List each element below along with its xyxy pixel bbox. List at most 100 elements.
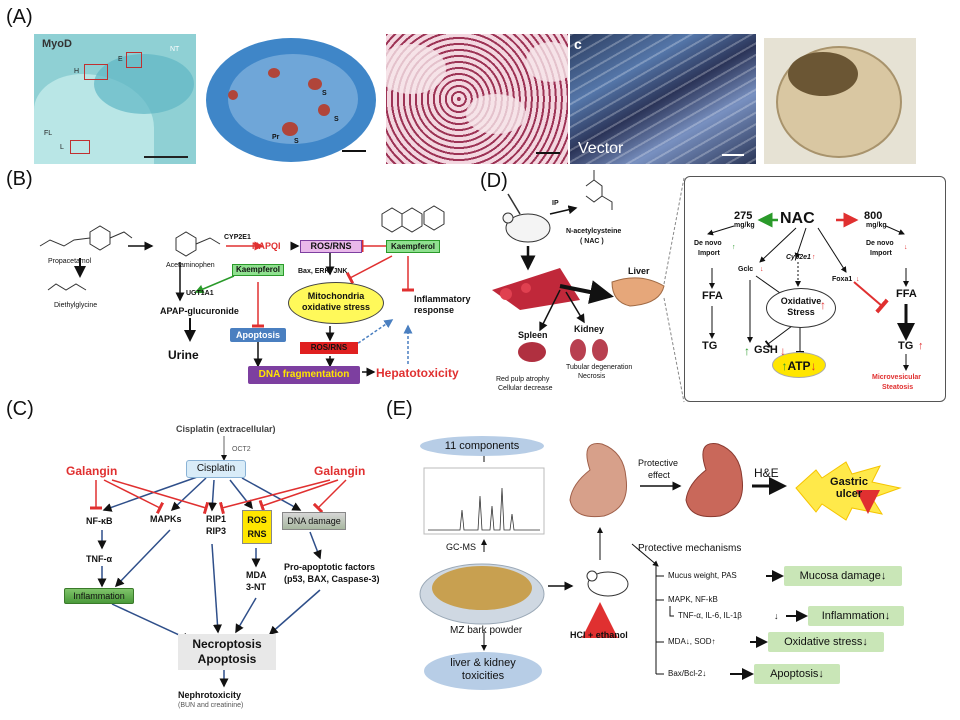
panel-e-label: (E) [386, 398, 413, 420]
e-row2-left1: MAPK, NF-kB [668, 595, 718, 604]
d-micro2: Steatosis [882, 384, 914, 391]
d-oxidative-stress: Oxidative Stress [766, 288, 836, 328]
d-gsh-down: ↓ [780, 344, 786, 358]
e-row3-label: Oxidative stress [784, 636, 863, 648]
e-row1-right: Mucosa damage↓ [784, 566, 902, 586]
c-mda: MDA [246, 570, 267, 580]
e-gcms: GC-MS [446, 542, 476, 552]
d-foxa1-down: ↓ [856, 276, 860, 283]
b-cyp2e1: CYP2E1 [224, 234, 251, 241]
d-denovo-right: De novo [866, 240, 894, 247]
e-he: H&E [754, 466, 779, 480]
c-rip3: RIP3 [206, 526, 227, 536]
d-ox-up: ↑ [820, 298, 826, 312]
scale-bar [342, 150, 366, 152]
e-hcl: HCl + ethanol [570, 630, 628, 640]
c-proapop1: Pro-apoptotic factors [284, 562, 376, 572]
b-ros-rns-top: ROS/RNS [300, 240, 362, 253]
d-gclc: Gclc [738, 266, 754, 273]
scale-bar [722, 154, 744, 156]
e-row3-left: MDA↓, SOD↑ [668, 637, 716, 646]
b-apap: APAP-glucuronide [160, 306, 239, 316]
panel-c-label: (C) [6, 398, 34, 420]
e-row2-left2: TNF-α, IL-6, IL-1β [678, 611, 742, 620]
d-dose-high: 800 [864, 210, 883, 222]
e-protective-effect-1: Protective [638, 458, 679, 468]
e-components: 11 components [420, 436, 544, 456]
myod-label-e: E [118, 56, 123, 63]
d-ffa-right: FFA [896, 288, 917, 300]
scale-bar [144, 156, 188, 158]
d-up-green: ↑ [732, 244, 736, 251]
d-dose-high-unit: mg/kg [866, 222, 887, 229]
d-spleen-desc1: Red pulp atrophy [496, 376, 550, 383]
d-ip: IP [552, 200, 559, 207]
d-kidney-desc1: Tubular degeneration [566, 364, 633, 371]
micrograph-ovary: B S S Pr S [198, 34, 384, 164]
e-row2-down: ↓ [774, 611, 779, 621]
b-diethylglycine: Diethylglycine [54, 302, 98, 309]
b-kaempferol-left: Kaempferol [232, 264, 284, 276]
b-inflam: Inflammatory response [414, 294, 471, 315]
e-protective-effect-2: effect [648, 470, 670, 480]
e-row1-left: Mucus weight, PAS [668, 571, 737, 580]
myod-title: MyoD [42, 38, 72, 50]
c-galangin-right: Galangin [314, 464, 366, 478]
e-row2-right: Inflammation↓ [808, 606, 904, 626]
c-ros-rns: ROS RNS [242, 510, 272, 544]
e-gastric-ulcer: Gastric ulcer [824, 476, 874, 500]
d-nac-full: N-acetylcysteine [566, 228, 622, 235]
e-row3-right: Oxidative stress↓ [768, 632, 884, 652]
e-liver-kidney2: toxicities [461, 670, 505, 682]
e-row4-label: Apoptosis [770, 668, 819, 680]
ovary-label-b: B [202, 36, 214, 53]
d-import-right: Import [870, 250, 892, 257]
d-stress: Stress [787, 307, 815, 317]
b-napqi: NAPQI [252, 241, 281, 251]
micrograph-fibers: c Vector [570, 34, 756, 164]
b-ros-rns-bottom: ROS/RNS [300, 342, 358, 354]
d-micro1: Microvesicular [872, 374, 922, 381]
d-down-red: ↓ [904, 244, 908, 251]
d-kidney: Kidney [574, 324, 605, 334]
micrograph-myod: MyoD H E NT FL L [34, 34, 196, 164]
e-row2-label: Inflammation [821, 610, 885, 622]
e-powder: MZ bark powder [450, 625, 523, 636]
b-ugt1a1: UGT1A1 [186, 290, 214, 297]
d-nac: NAC [780, 210, 815, 227]
d-tg-left: TG [702, 340, 718, 352]
c-oct2: OCT2 [232, 446, 251, 453]
c-necro-apop: Necroptosis Apoptosis [178, 634, 276, 670]
d-oxidative: Oxidative [780, 296, 822, 306]
d-spleen: Spleen [518, 330, 548, 340]
d-gsh: GSH [754, 344, 778, 356]
panel-b-label: (B) [6, 168, 33, 190]
c-cisplatin: Cisplatin [186, 460, 246, 478]
d-cyp2e1: Cyp2e1 [786, 254, 811, 261]
d-tg-right: TG [898, 340, 914, 352]
e-liver-kidney: liver & kidney toxicities [424, 652, 542, 690]
e-row1-label: Mucosa damage [799, 570, 881, 582]
d-cyp-up: ↑ [812, 254, 816, 261]
e-liver-kidney1: liver & kidney [450, 657, 516, 669]
b-mito: Mitochondria oxidative stress [288, 282, 384, 324]
d-spleen-desc2: Cellular decrease [498, 385, 553, 392]
b-dna: DNA fragmentation [248, 366, 360, 384]
ovary-label-s3: S [294, 138, 299, 145]
fibers-caption: Vector [578, 140, 624, 157]
e-protective-mech: Protective mechanisms [638, 543, 742, 554]
d-gsh-up: ↑ [744, 344, 750, 358]
e-row4-label-left: Bax/Bcl-2 [668, 669, 703, 678]
c-apoptosis: Apoptosis [197, 652, 257, 666]
d-tg-up: ↑ [918, 340, 924, 352]
d-denovo-left: De novo [694, 240, 722, 247]
myod-label-l: L [60, 144, 64, 151]
panel-d-label: (D) [480, 170, 508, 192]
ovary-label-pr: Pr [272, 134, 280, 141]
e-row4-left: Bax/Bcl-2↓ [668, 669, 707, 678]
